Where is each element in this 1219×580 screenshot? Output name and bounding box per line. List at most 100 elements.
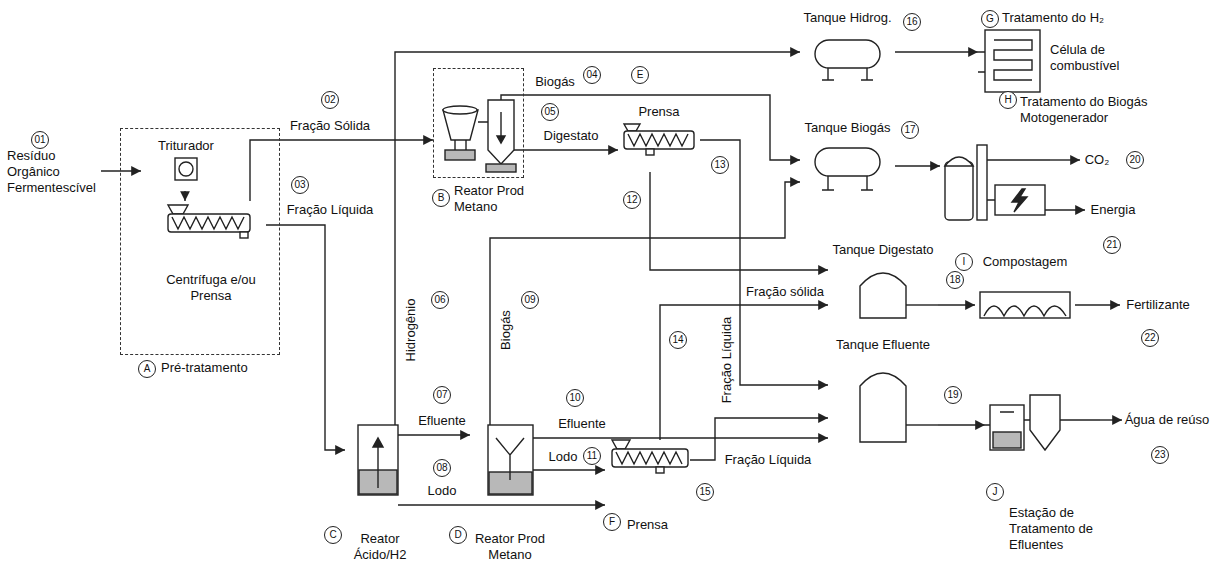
callout-number: F — [603, 513, 621, 531]
equipment-box: Estação de Tratamento de Efluentes — [985, 390, 1100, 555]
node-title: Prensa — [638, 104, 679, 120]
motor-generator-icon-part — [945, 162, 973, 220]
hydrogen-tank-icon-part — [815, 40, 880, 68]
process-region: Pré-tratamentoTrituradorCentrífuga e/ou … — [120, 128, 280, 355]
equipment-box: Tanque Biogás — [800, 118, 895, 198]
callout-number: 14 — [669, 331, 687, 349]
fuel-cell-icon-part — [994, 40, 1032, 80]
effluent-tank-icon — [860, 373, 938, 442]
callout-number: 04 — [583, 66, 601, 84]
shredder-icon-part — [175, 158, 197, 180]
press-icon-part — [616, 452, 682, 464]
input-label-box: Resíduo Orgânico Fermentescível — [5, 146, 101, 198]
flow-connector — [1050, 209, 1085, 210]
node-title: Resíduo Orgânico Fermentescível — [7, 148, 99, 196]
callout-number: E — [631, 66, 649, 84]
press-icon — [168, 205, 250, 238]
fuel-cell-icon-part — [978, 52, 985, 72]
press-icon-part — [612, 449, 688, 467]
stream-label: Fração Líquida — [720, 315, 734, 406]
node-title: Reator Prod Metano — [454, 183, 534, 215]
mixer-icon-part — [443, 106, 477, 114]
press-icon-part — [656, 467, 664, 473]
methane-reactor-icon — [488, 415, 550, 495]
callout-number: 21 — [1103, 236, 1121, 254]
callout-number: 03 — [291, 176, 309, 194]
node-title: Compostagem — [983, 254, 1068, 270]
equipment-box: Prensa — [618, 102, 700, 172]
press-icon-part — [646, 149, 654, 155]
press-icon-part — [168, 214, 250, 232]
callout-number: C — [324, 526, 342, 544]
callout-number: 17 — [901, 121, 919, 139]
shredder-icon — [175, 158, 197, 180]
callout-number: H — [999, 91, 1017, 109]
methane-reactor-icon — [486, 95, 524, 172]
press-icon — [612, 440, 688, 473]
output-label-box: Energia — [1085, 201, 1141, 219]
methane-reactor-icon-part — [486, 164, 516, 172]
flow-connector — [250, 140, 433, 201]
node-title: Tanque Digestato — [832, 242, 933, 258]
callout-number: 23 — [1151, 446, 1169, 464]
flow-connector — [184, 191, 185, 201]
press-icon-part — [168, 205, 188, 214]
equipment-box: Compostagem — [975, 252, 1075, 330]
hydrogen-tank-icon — [815, 40, 880, 80]
equipment-box: Tanque Hidrog. — [800, 8, 895, 85]
flow-connector — [895, 165, 940, 166]
treatment-plant-icon-part — [985, 412, 1100, 425]
motor-generator-icon-part — [995, 185, 1045, 215]
node-title: Tanque Efluente — [836, 337, 930, 353]
output-label-box: CO₂ — [1080, 151, 1114, 169]
callout-number: 20 — [1126, 151, 1144, 169]
stream-label: Fração sólida — [744, 285, 826, 299]
stream-label: Biogás — [499, 308, 513, 352]
callout-number: 16 — [903, 13, 921, 31]
callout-number: J — [986, 483, 1004, 501]
equipment-box: Tanque Digestato — [828, 240, 938, 320]
fuel-cell-icon — [978, 30, 1040, 92]
callout-number: A — [138, 360, 156, 378]
motor-generator-icon-part — [1012, 189, 1027, 212]
node-title: Reator Ácido/H2 — [347, 531, 413, 563]
flow-connector — [266, 225, 345, 450]
fuel-cell-icon-part — [985, 30, 1040, 92]
motor-generator-icon — [945, 145, 1050, 220]
callout-number: 02 — [321, 91, 339, 109]
treatment-plant-icon — [985, 395, 1100, 450]
stream-label: Lodo — [547, 450, 580, 464]
press-icon-part — [240, 232, 248, 238]
mixer-icon — [443, 106, 488, 160]
callout-number: 08 — [433, 459, 451, 477]
node-title: Centrífuga e/ou Prensa — [158, 272, 264, 304]
acid-reactor-icon — [358, 415, 415, 505]
flow-connector — [395, 52, 800, 415]
node-title: Reator Prod Metano — [472, 531, 548, 563]
callout-number: I — [955, 253, 973, 271]
composting-icon — [980, 292, 1070, 318]
equipment-box: Reator Prod Metano — [470, 415, 550, 565]
flow-connector — [415, 434, 470, 435]
callout-number: B — [432, 189, 450, 207]
stream-label: Efluente — [556, 417, 608, 431]
flow-connector — [524, 149, 618, 150]
node-title: Água de reúso — [1125, 412, 1210, 428]
stream-label: Biogás — [533, 75, 577, 89]
equipment-box: Tratamento do H₂Célula de combustível — [978, 8, 1150, 105]
equipment-box: Triturador — [141, 136, 231, 191]
stream-label: Hidrogênio — [404, 297, 418, 364]
acid-reactor-icon-part — [373, 438, 383, 447]
node-title: Tratamento do Biogás Motogenerador — [1020, 94, 1170, 126]
flow-connector — [938, 424, 985, 425]
output-label-box: Fertilizante — [1120, 296, 1196, 314]
methane-reactor-icon-part — [501, 95, 524, 150]
flow-connector — [1075, 304, 1120, 305]
node-body: Célula de combustível — [1050, 42, 1145, 74]
motor-generator-icon-part — [987, 160, 1050, 210]
composting-icon-part — [984, 306, 1066, 316]
